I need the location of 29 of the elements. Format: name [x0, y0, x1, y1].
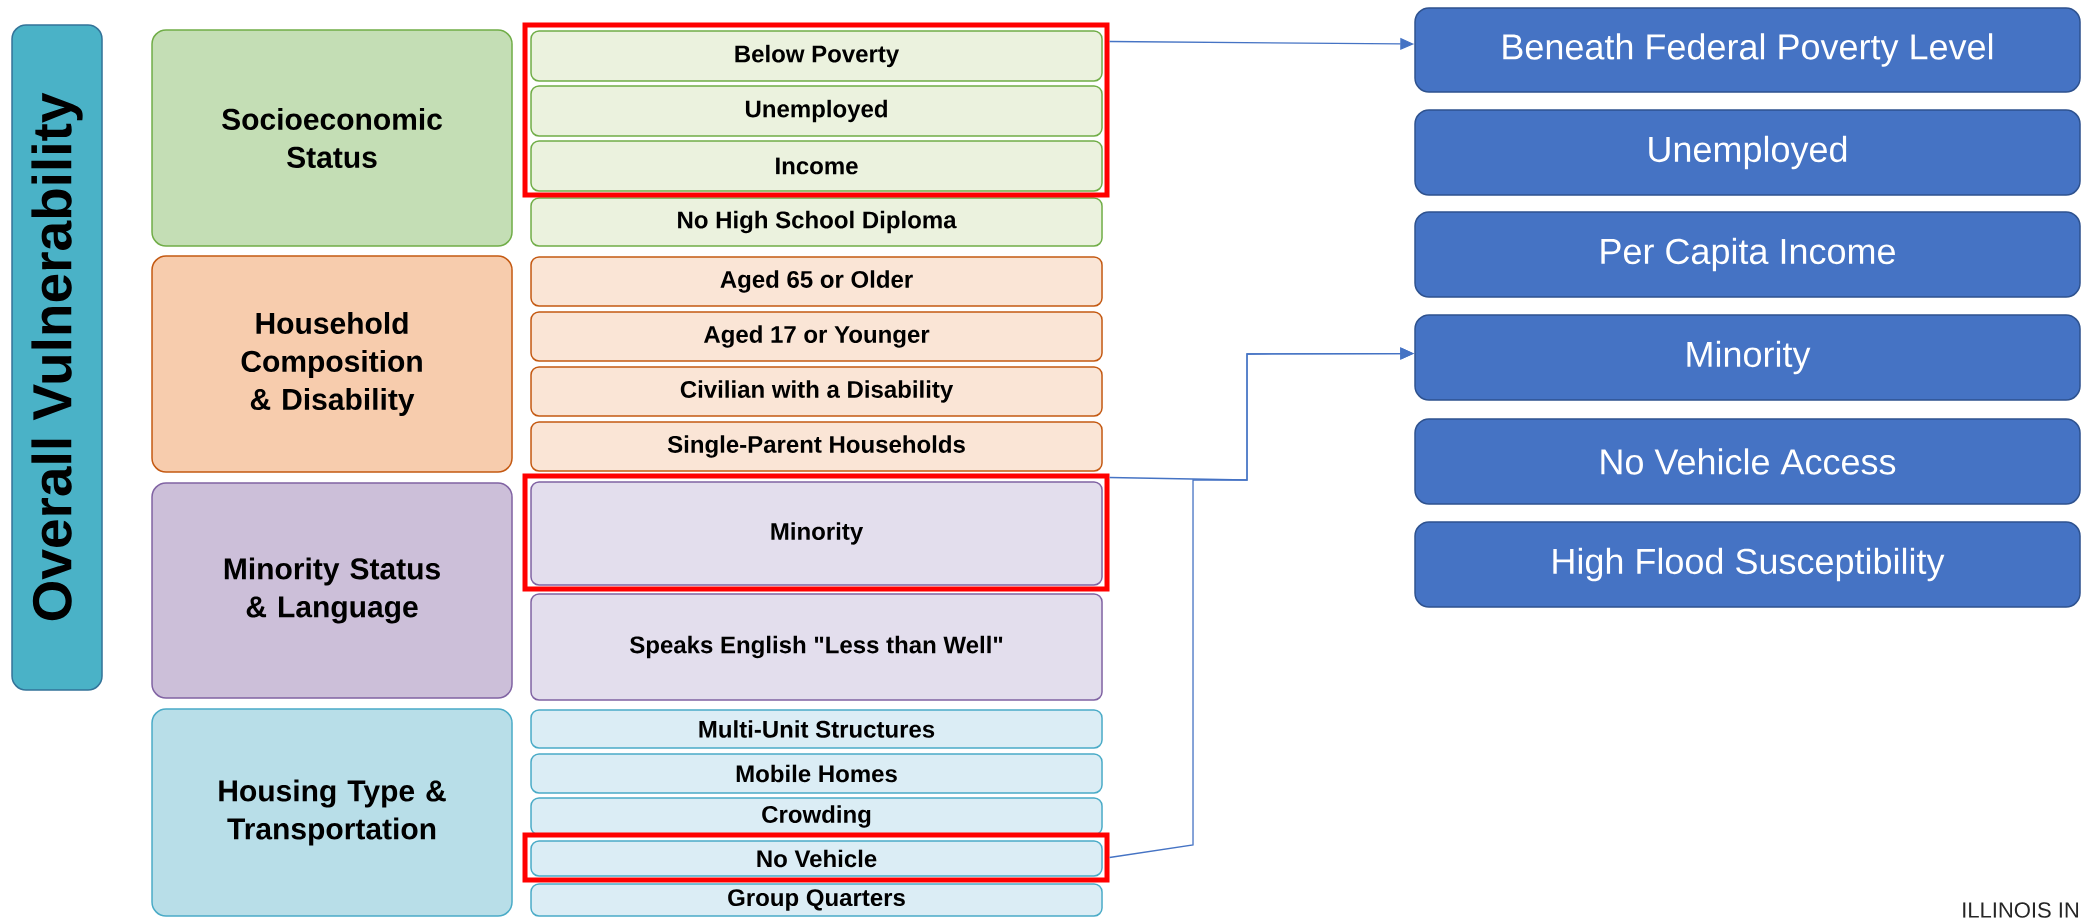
category-box: Minority Status & Language	[151, 482, 513, 699]
indicator-box: No High School Diploma	[530, 197, 1103, 247]
indicator-box: Income	[530, 140, 1103, 192]
indicator-box: No Vehicle	[530, 840, 1103, 877]
factor-box: High Flood Susceptibility	[1414, 521, 2081, 608]
highlight-frame	[522, 22, 1110, 198]
factor-box: No Vehicle Access	[1414, 418, 2081, 505]
category-box: Housing Type & Transportation	[151, 708, 513, 917]
indicator-box: Unemployed	[530, 85, 1103, 137]
factor-box: Per Capita Income	[1414, 211, 2081, 298]
indicator-box: Multi-Unit Structures	[530, 709, 1103, 749]
highlight-frame	[522, 832, 1110, 883]
indicator-box: Group Quarters	[530, 883, 1103, 917]
category-box: Socioeconomic Status	[151, 29, 513, 247]
indicator-box: Below Poverty	[530, 30, 1103, 82]
footer-text: ILLINOIS IN	[1963, 902, 2078, 918]
category-box: Household Composition & Disability	[151, 255, 513, 473]
indicator-box: Civilian with a Disability	[530, 366, 1103, 417]
factor-box: Unemployed	[1414, 109, 2081, 196]
factor-box: Minority	[1414, 314, 2081, 401]
indicator-box: Aged 65 or Older	[530, 256, 1103, 307]
factor-box: Beneath Federal Poverty Level	[1414, 7, 2081, 93]
indicator-box: Speaks English "Less than Well"	[530, 593, 1103, 701]
title-bar: Overall Vulnerability	[11, 24, 103, 691]
indicator-box: Crowding	[530, 797, 1103, 836]
indicator-box: Minority	[530, 481, 1103, 586]
indicator-box: Single-Parent Households	[530, 421, 1103, 472]
indicator-box: Aged 17 or Younger	[530, 311, 1103, 362]
indicator-box: Mobile Homes	[530, 753, 1103, 794]
